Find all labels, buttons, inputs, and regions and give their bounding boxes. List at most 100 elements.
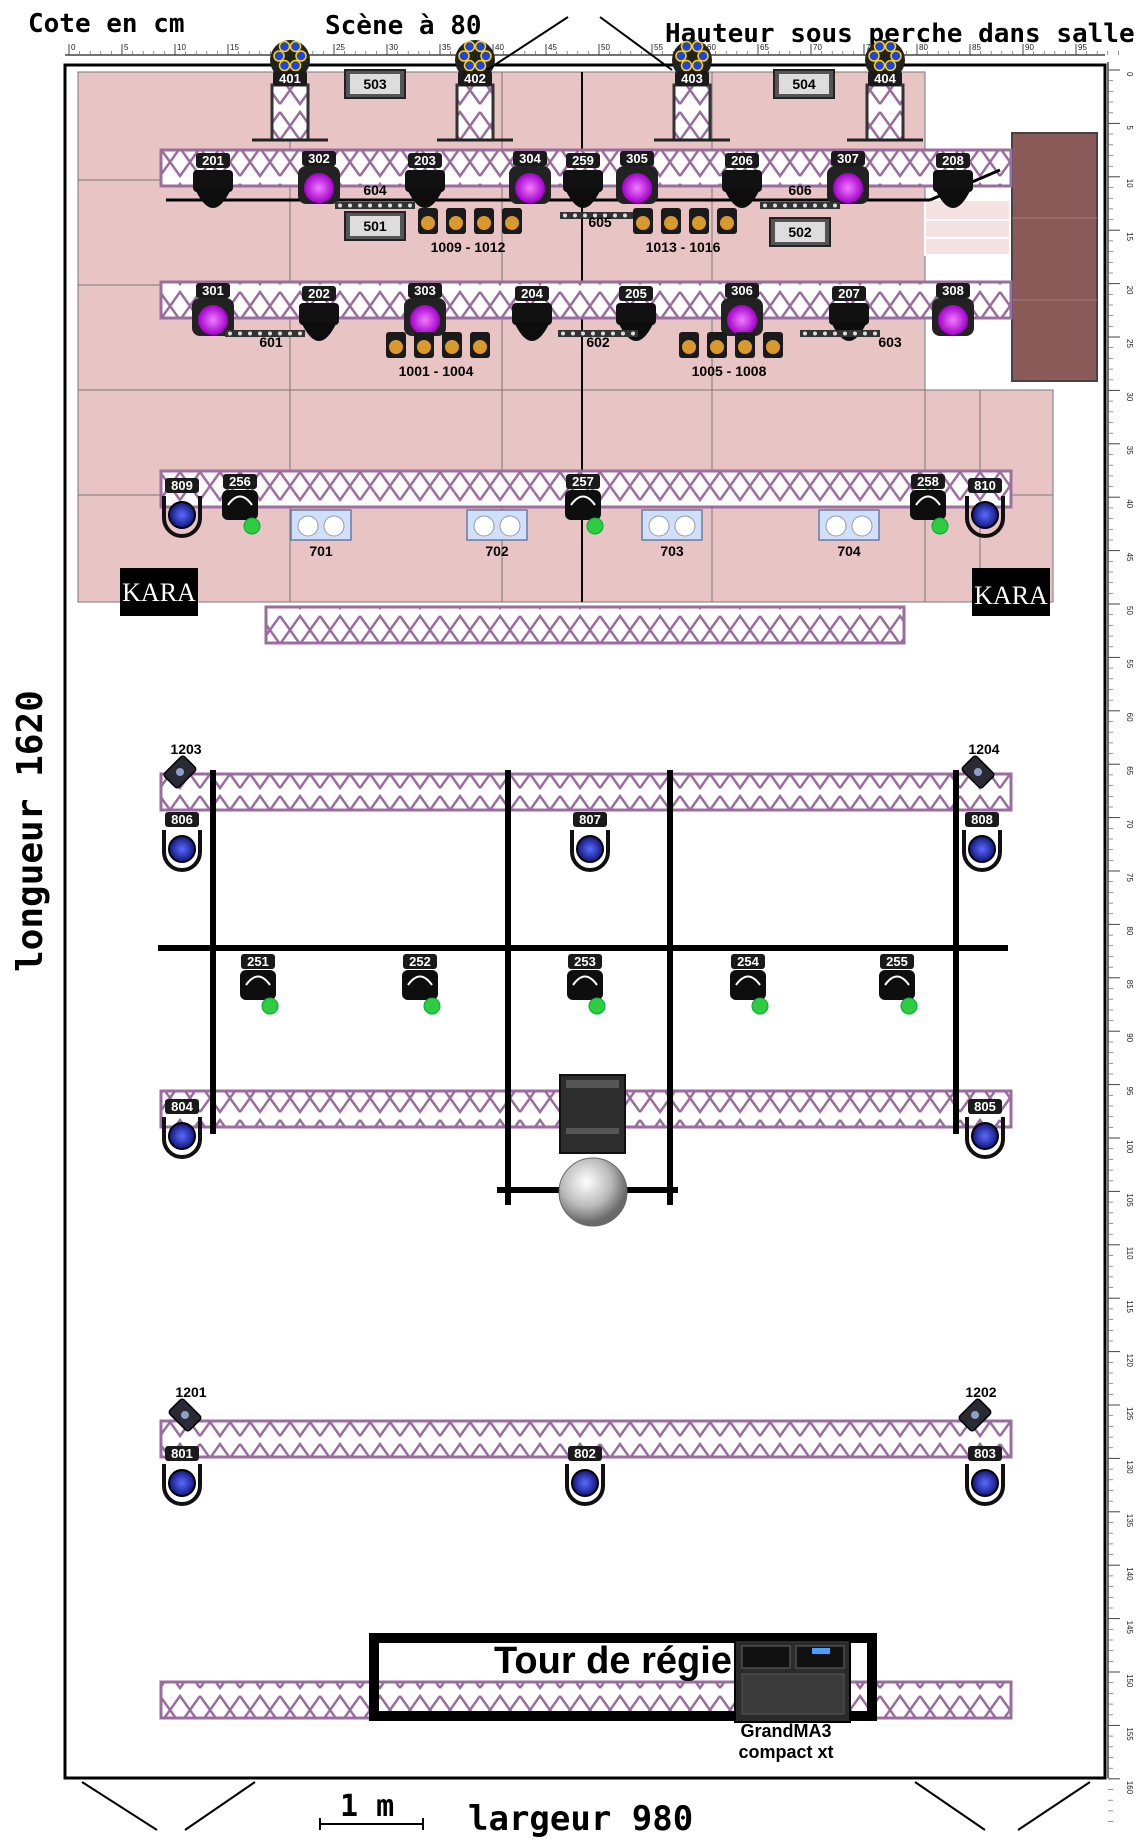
side-ruler: 0510152025303540455055606570758085909510… xyxy=(1107,62,1134,1822)
svg-text:40: 40 xyxy=(1125,499,1134,508)
blue-par: 805 xyxy=(965,1099,1005,1159)
svg-text:50: 50 xyxy=(601,43,610,52)
svg-text:40: 40 xyxy=(495,43,504,52)
top-ruler-tick: 10 xyxy=(174,43,218,55)
profile-spot: 1203 xyxy=(163,741,202,789)
svg-text:85: 85 xyxy=(972,43,981,52)
top-ruler-tick: 70 xyxy=(810,43,854,55)
beam-fixture: 251 xyxy=(240,954,279,1015)
top-ruler-tick: 80 xyxy=(916,43,960,55)
svg-text:702: 702 xyxy=(485,543,509,559)
led-wash: 302 xyxy=(298,151,340,204)
moving-head: 206 xyxy=(722,153,762,208)
side-ruler-tick: 150 xyxy=(1108,1671,1134,1716)
svg-text:204: 204 xyxy=(521,286,543,301)
svg-text:80: 80 xyxy=(919,43,928,52)
svg-text:306: 306 xyxy=(731,283,753,298)
svg-text:155: 155 xyxy=(1125,1727,1134,1741)
svg-text:145: 145 xyxy=(1125,1621,1134,1635)
svg-text:60: 60 xyxy=(1125,713,1134,722)
svg-text:254: 254 xyxy=(737,954,759,969)
truss-tower: 402 xyxy=(437,40,513,142)
svg-text:1202: 1202 xyxy=(965,1384,996,1400)
svg-text:10: 10 xyxy=(177,43,186,52)
svg-text:803: 803 xyxy=(974,1446,996,1461)
svg-text:150: 150 xyxy=(1125,1674,1134,1688)
blinder: 702 xyxy=(466,509,528,559)
side-ruler-tick: 10 xyxy=(1108,176,1134,220)
svg-text:65: 65 xyxy=(760,43,769,52)
beam-fixture: 252 xyxy=(402,954,441,1015)
blinder: 703 xyxy=(641,509,703,559)
svg-text:807: 807 xyxy=(579,812,601,827)
svg-text:259: 259 xyxy=(572,153,594,168)
svg-text:303: 303 xyxy=(414,283,436,298)
beam-fixture: 255 xyxy=(879,954,918,1015)
led-bar: 605 xyxy=(560,212,640,230)
svg-text:203: 203 xyxy=(414,153,436,168)
svg-text:255: 255 xyxy=(886,954,908,969)
svg-text:205: 205 xyxy=(625,286,647,301)
grandma3-console xyxy=(734,1639,851,1723)
svg-text:80: 80 xyxy=(1125,926,1134,935)
par-group: 1013 - 1016 xyxy=(633,208,737,255)
svg-text:804: 804 xyxy=(171,1099,193,1114)
side-ruler-tick: 145 xyxy=(1108,1618,1134,1662)
svg-text:208: 208 xyxy=(942,153,964,168)
beam-fixture: 254 xyxy=(730,954,769,1015)
svg-text:70: 70 xyxy=(813,43,822,52)
svg-text:256: 256 xyxy=(229,474,251,489)
svg-text:504: 504 xyxy=(792,76,816,92)
svg-text:0: 0 xyxy=(1125,72,1134,77)
side-ruler-tick: 5 xyxy=(1108,122,1134,167)
side-ruler-tick: 50 xyxy=(1108,603,1134,648)
profile-spot: 1202 xyxy=(958,1384,997,1432)
blue-par: 807 xyxy=(570,812,610,872)
side-ruler-tick: 55 xyxy=(1108,656,1134,701)
side-ruler-tick: 65 xyxy=(1108,763,1134,808)
side-ruler-tick: 85 xyxy=(1108,977,1134,1021)
side-ruler-tick: 115 xyxy=(1108,1297,1134,1342)
svg-text:KARA: KARA xyxy=(122,578,196,607)
svg-text:1203: 1203 xyxy=(170,741,201,757)
side-ruler-tick: 25 xyxy=(1108,336,1134,381)
svg-text:806: 806 xyxy=(171,812,193,827)
svg-text:60: 60 xyxy=(707,43,716,52)
scale-label: 1 m xyxy=(340,1789,394,1824)
top-ruler-tick: 15 xyxy=(227,43,271,55)
svg-text:802: 802 xyxy=(574,1446,596,1461)
side-ruler-tick: 75 xyxy=(1108,870,1134,915)
svg-text:50: 50 xyxy=(1125,606,1134,615)
truss-tower: 403 xyxy=(654,40,730,142)
svg-text:704: 704 xyxy=(837,543,861,559)
svg-text:115: 115 xyxy=(1125,1300,1134,1313)
side-ruler-tick: 95 xyxy=(1108,1084,1134,1128)
par-group: 1005 - 1008 xyxy=(679,332,783,379)
svg-text:305: 305 xyxy=(626,151,648,166)
side-ruler-tick: 135 xyxy=(1108,1511,1134,1555)
top-ruler-tick: 45 xyxy=(545,43,589,55)
svg-text:1204: 1204 xyxy=(968,741,999,757)
beam-fixture: 256 xyxy=(222,474,261,535)
blue-par: 801 xyxy=(162,1446,202,1506)
svg-text:70: 70 xyxy=(1125,820,1134,829)
par-group: 1009 - 1012 xyxy=(418,208,522,255)
svg-text:5: 5 xyxy=(1125,125,1134,130)
svg-text:15: 15 xyxy=(230,43,239,52)
svg-text:202: 202 xyxy=(308,286,330,301)
svg-text:30: 30 xyxy=(389,43,398,52)
side-ruler-tick: 80 xyxy=(1108,923,1134,968)
svg-text:601: 601 xyxy=(259,334,283,350)
side-ruler-tick: 90 xyxy=(1108,1030,1134,1075)
led-wash: 301 xyxy=(192,283,234,336)
svg-text:65: 65 xyxy=(1125,766,1134,775)
svg-text:85: 85 xyxy=(1125,980,1134,989)
blue-par: 809 xyxy=(162,478,202,538)
box-fixture: 502 xyxy=(769,217,831,247)
blue-par: 806 xyxy=(162,812,202,872)
svg-text:401: 401 xyxy=(279,71,301,86)
kara-left: KARA xyxy=(120,568,198,616)
top-ruler-tick: 85 xyxy=(969,43,1013,55)
svg-text:25: 25 xyxy=(1125,339,1134,348)
side-ruler-tick: 15 xyxy=(1108,229,1134,274)
